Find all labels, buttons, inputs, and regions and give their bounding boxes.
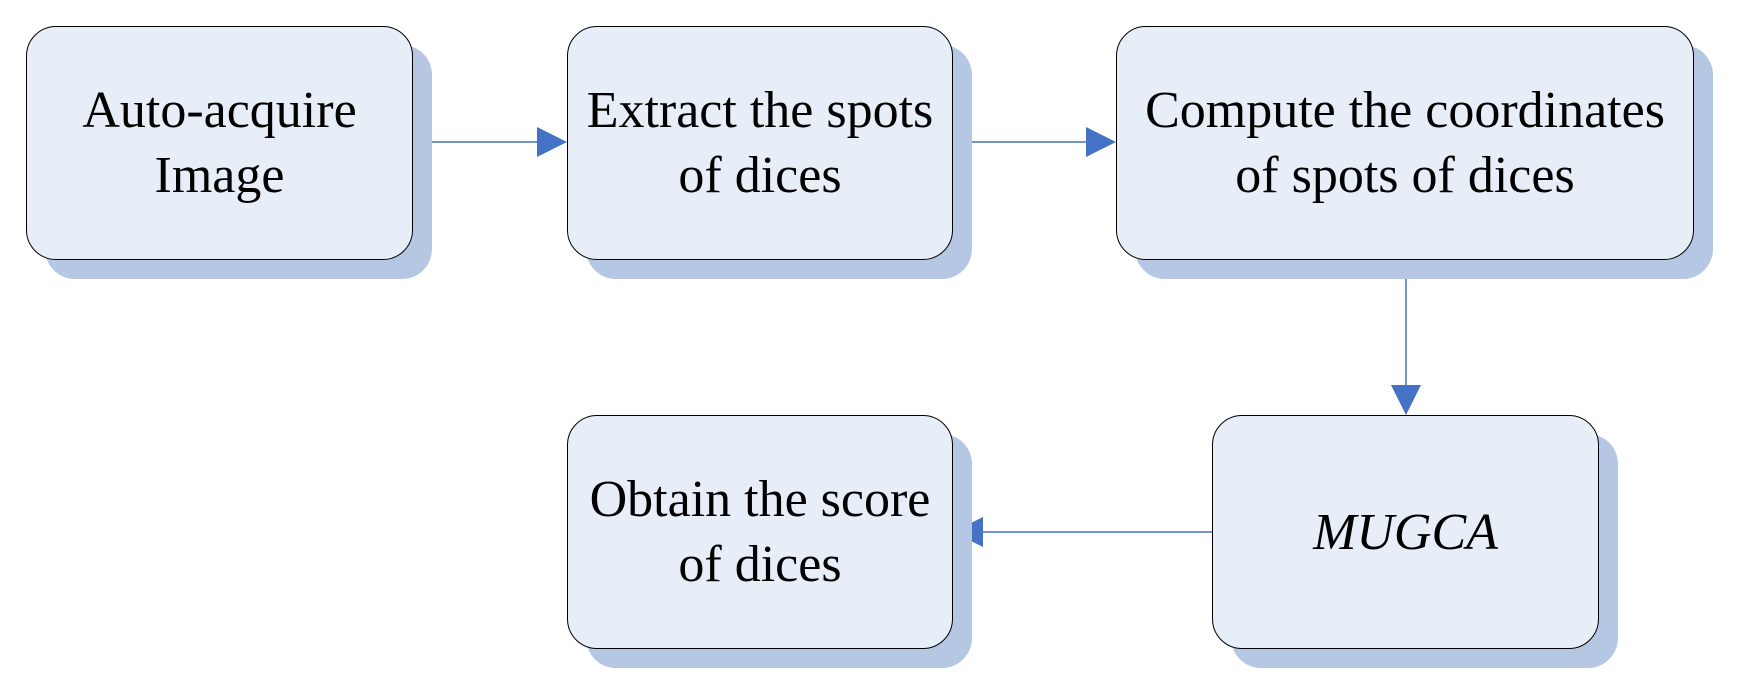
node-mugca: MUGCA [1212,415,1618,668]
node-box: Auto-acquire Image [26,26,413,260]
node-extract-spots: Extract the spots of dices [567,26,972,279]
node-box: Compute the coordinates of spots of dice… [1116,26,1694,260]
arrow-mugca-to-score [953,517,1212,547]
node-obtain-score: Obtain the score of dices [567,415,972,668]
node-label: Auto-acquire Image [82,82,357,204]
node-label: Extract the spots of dices [586,82,934,204]
node-label: Compute the coordinates of spots of dice… [1145,82,1665,204]
arrow-extract-to-compute [953,127,1116,157]
arrow-compute-to-mugca [1391,260,1421,415]
node-compute-coordinates: Compute the coordinates of spots of dice… [1116,26,1713,279]
node-label: Obtain the score of dices [589,471,931,593]
node-label: MUGCA [1313,503,1498,561]
node-box: Obtain the score of dices [567,415,953,649]
node-box: MUGCA [1212,415,1599,649]
arrow-acquire-to-extract [413,127,567,157]
node-auto-acquire-image: Auto-acquire Image [26,26,432,279]
node-box: Extract the spots of dices [567,26,953,260]
